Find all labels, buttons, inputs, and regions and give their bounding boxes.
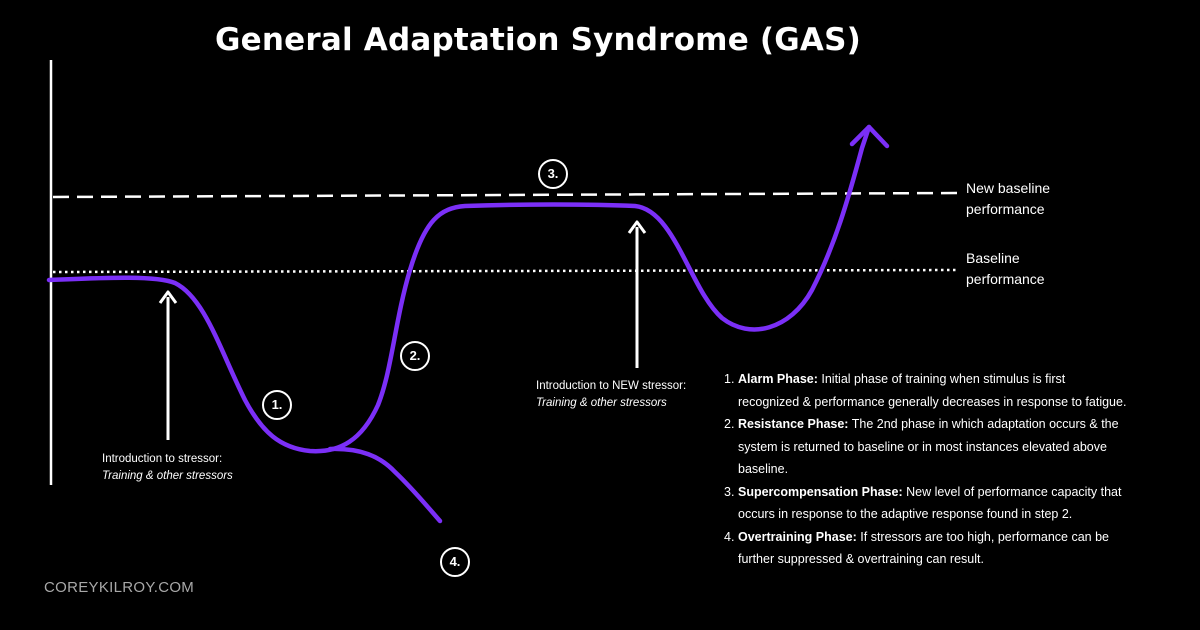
phase-item-overtraining: 4.Overtraining Phase: If stressors are t… <box>724 526 1129 571</box>
stressor-arrowhead <box>158 290 178 304</box>
stressor-annotation-line1: Introduction to stressor: <box>102 453 223 465</box>
phase-marker-2: 2. <box>400 341 430 371</box>
new-stressor-annotation-line2: Training & other stressors <box>536 397 667 409</box>
phase-name: Alarm Phase: <box>738 372 818 386</box>
phase-number: 3. <box>724 484 735 499</box>
curve-arrowhead <box>849 124 890 149</box>
site-url: COREYKILROY.COM <box>44 579 195 596</box>
phase-name: Supercompensation Phase: <box>738 484 903 499</box>
new-stressor-arrowhead <box>627 220 647 234</box>
phase-number: 2. <box>724 417 735 431</box>
overtraining-branch <box>327 446 443 524</box>
phase-item-supercompensation: 3.Supercompensation Phase: New level of … <box>724 481 1129 526</box>
performance-curve <box>46 124 872 454</box>
phase-description: Initial phase of training when stimulus … <box>738 372 1127 409</box>
baseline-line <box>52 268 959 274</box>
phase-marker-1: 1. <box>262 390 292 420</box>
new-stressor-annotation: Introduction to NEW stressor: Training &… <box>536 378 686 412</box>
page-title: General Adaptation Syndrome (GAS) <box>214 22 862 58</box>
phase-marker-4: 4. <box>440 547 470 577</box>
phase-list: 1.Alarm Phase: Initial phase of training… <box>724 368 1129 571</box>
new-stressor-annotation-line1: Introduction to NEW stressor: <box>536 380 687 392</box>
new-baseline-line <box>52 191 959 199</box>
stressor-annotation: Introduction to stressor: Training & oth… <box>102 451 233 485</box>
phase-number: 4. <box>724 529 735 544</box>
phase-name: Resistance Phase: <box>738 417 849 431</box>
phase-item-resistance: 2.Resistance Phase: The 2nd phase in whi… <box>724 413 1129 481</box>
new-baseline-label: New baseline performance <box>966 180 1051 217</box>
phase-description: New level of performance capacity that o… <box>738 484 1122 522</box>
stressor-annotation-line2: Training & other stressors <box>102 470 233 482</box>
phase-description: The 2nd phase in which adaptation occurs… <box>738 417 1119 476</box>
phase-number: 1. <box>724 372 735 386</box>
phase-name: Overtraining Phase: <box>738 529 857 544</box>
phase-marker-3: 3. <box>538 159 568 189</box>
phase-description: If stressors are too high, performance c… <box>738 529 1110 567</box>
phase-item-alarm: 1.Alarm Phase: Initial phase of training… <box>724 368 1129 413</box>
baseline-label: Baseline performance <box>966 250 1045 287</box>
